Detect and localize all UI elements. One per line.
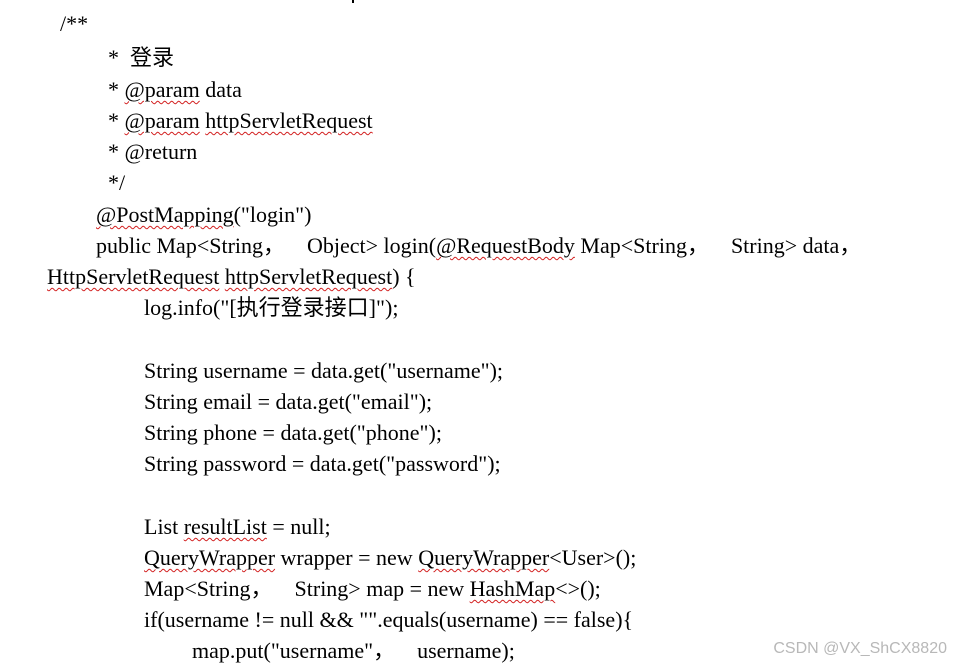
- spellcheck-word: QueryWrapper: [418, 545, 550, 570]
- code-line: /**: [60, 11, 88, 37]
- code-text: *: [108, 108, 125, 133]
- code-text: * 登录: [108, 45, 175, 70]
- code-text: wrapper = new: [275, 545, 419, 570]
- spellcheck-word: httpServletRequest: [224, 264, 393, 289]
- code-line: */: [108, 170, 125, 196]
- code-line: String username = data.get("username");: [144, 358, 503, 384]
- code-line: * @param data: [108, 77, 242, 103]
- watermark: CSDN @VX_ShCX8820: [773, 640, 947, 657]
- spellcheck-word: @PostMapping: [96, 202, 234, 227]
- code-line: List resultList = null;: [144, 514, 331, 540]
- code-text: String username = data.get("username");: [144, 358, 504, 383]
- code-line: * @return: [108, 139, 197, 165]
- code-text: map.put("username"， username);: [192, 638, 515, 663]
- page-edge-mark: [352, 0, 354, 3]
- spellcheck-word: httpServletRequest: [205, 108, 373, 133]
- code-text: ("login"): [233, 202, 312, 227]
- code-line: String phone = data.get("phone");: [144, 420, 442, 446]
- spellcheck-word: QueryWrapper: [144, 545, 276, 570]
- code-text: data: [199, 77, 242, 102]
- code-text: ) {: [392, 264, 416, 289]
- code-line: QueryWrapper wrapper = new QueryWrapper<…: [144, 545, 636, 571]
- code-text: */: [108, 170, 126, 195]
- spellcheck-word: HttpServletRequest: [47, 264, 220, 289]
- code-line: log.info("[执行登录接口]");: [144, 295, 398, 321]
- code-text: <User>();: [549, 545, 637, 570]
- code-line: * @param httpServletRequest: [108, 108, 373, 134]
- code-text: * @return: [108, 139, 198, 164]
- code-line: * 登录: [108, 45, 174, 71]
- code-line: @PostMapping("login"): [96, 202, 311, 228]
- code-text: if(username != null && "".equals(usernam…: [144, 607, 634, 632]
- code-line: String email = data.get("email");: [144, 389, 432, 415]
- code-text: /**: [60, 11, 89, 36]
- code-text: *: [108, 77, 125, 102]
- code-text: Map<String， String> data，: [574, 233, 862, 258]
- code-line: if(username != null && "".equals(usernam…: [144, 607, 633, 633]
- spellcheck-word: HashMap: [469, 576, 556, 601]
- code-text: = null;: [266, 514, 331, 539]
- spellcheck-word: @param: [124, 108, 200, 133]
- code-line: map.put("username"， username);: [192, 638, 515, 664]
- code-text: List: [144, 514, 184, 539]
- spellcheck-word: resultList: [183, 514, 267, 539]
- code-text: log.info("[执行登录接口]");: [144, 295, 399, 320]
- code-line: String password = data.get("password");: [144, 451, 501, 477]
- spellcheck-word: @RequestBody: [436, 233, 575, 258]
- code-line: HttpServletRequest httpServletRequest) {: [47, 264, 416, 290]
- code-text: String password = data.get("password");: [144, 451, 501, 476]
- code-text: <>();: [555, 576, 601, 601]
- code-text: String phone = data.get("phone");: [144, 420, 442, 445]
- spellcheck-word: @param: [124, 77, 200, 102]
- code-text: String email = data.get("email");: [144, 389, 433, 414]
- code-line: Map<String， String> map = new HashMap<>(…: [144, 576, 601, 602]
- code-text: Map<String， String> map = new: [144, 576, 470, 601]
- code-text: public Map<String， Object> login(: [96, 233, 437, 258]
- code-line: public Map<String， Object> login(@Reques…: [96, 233, 861, 259]
